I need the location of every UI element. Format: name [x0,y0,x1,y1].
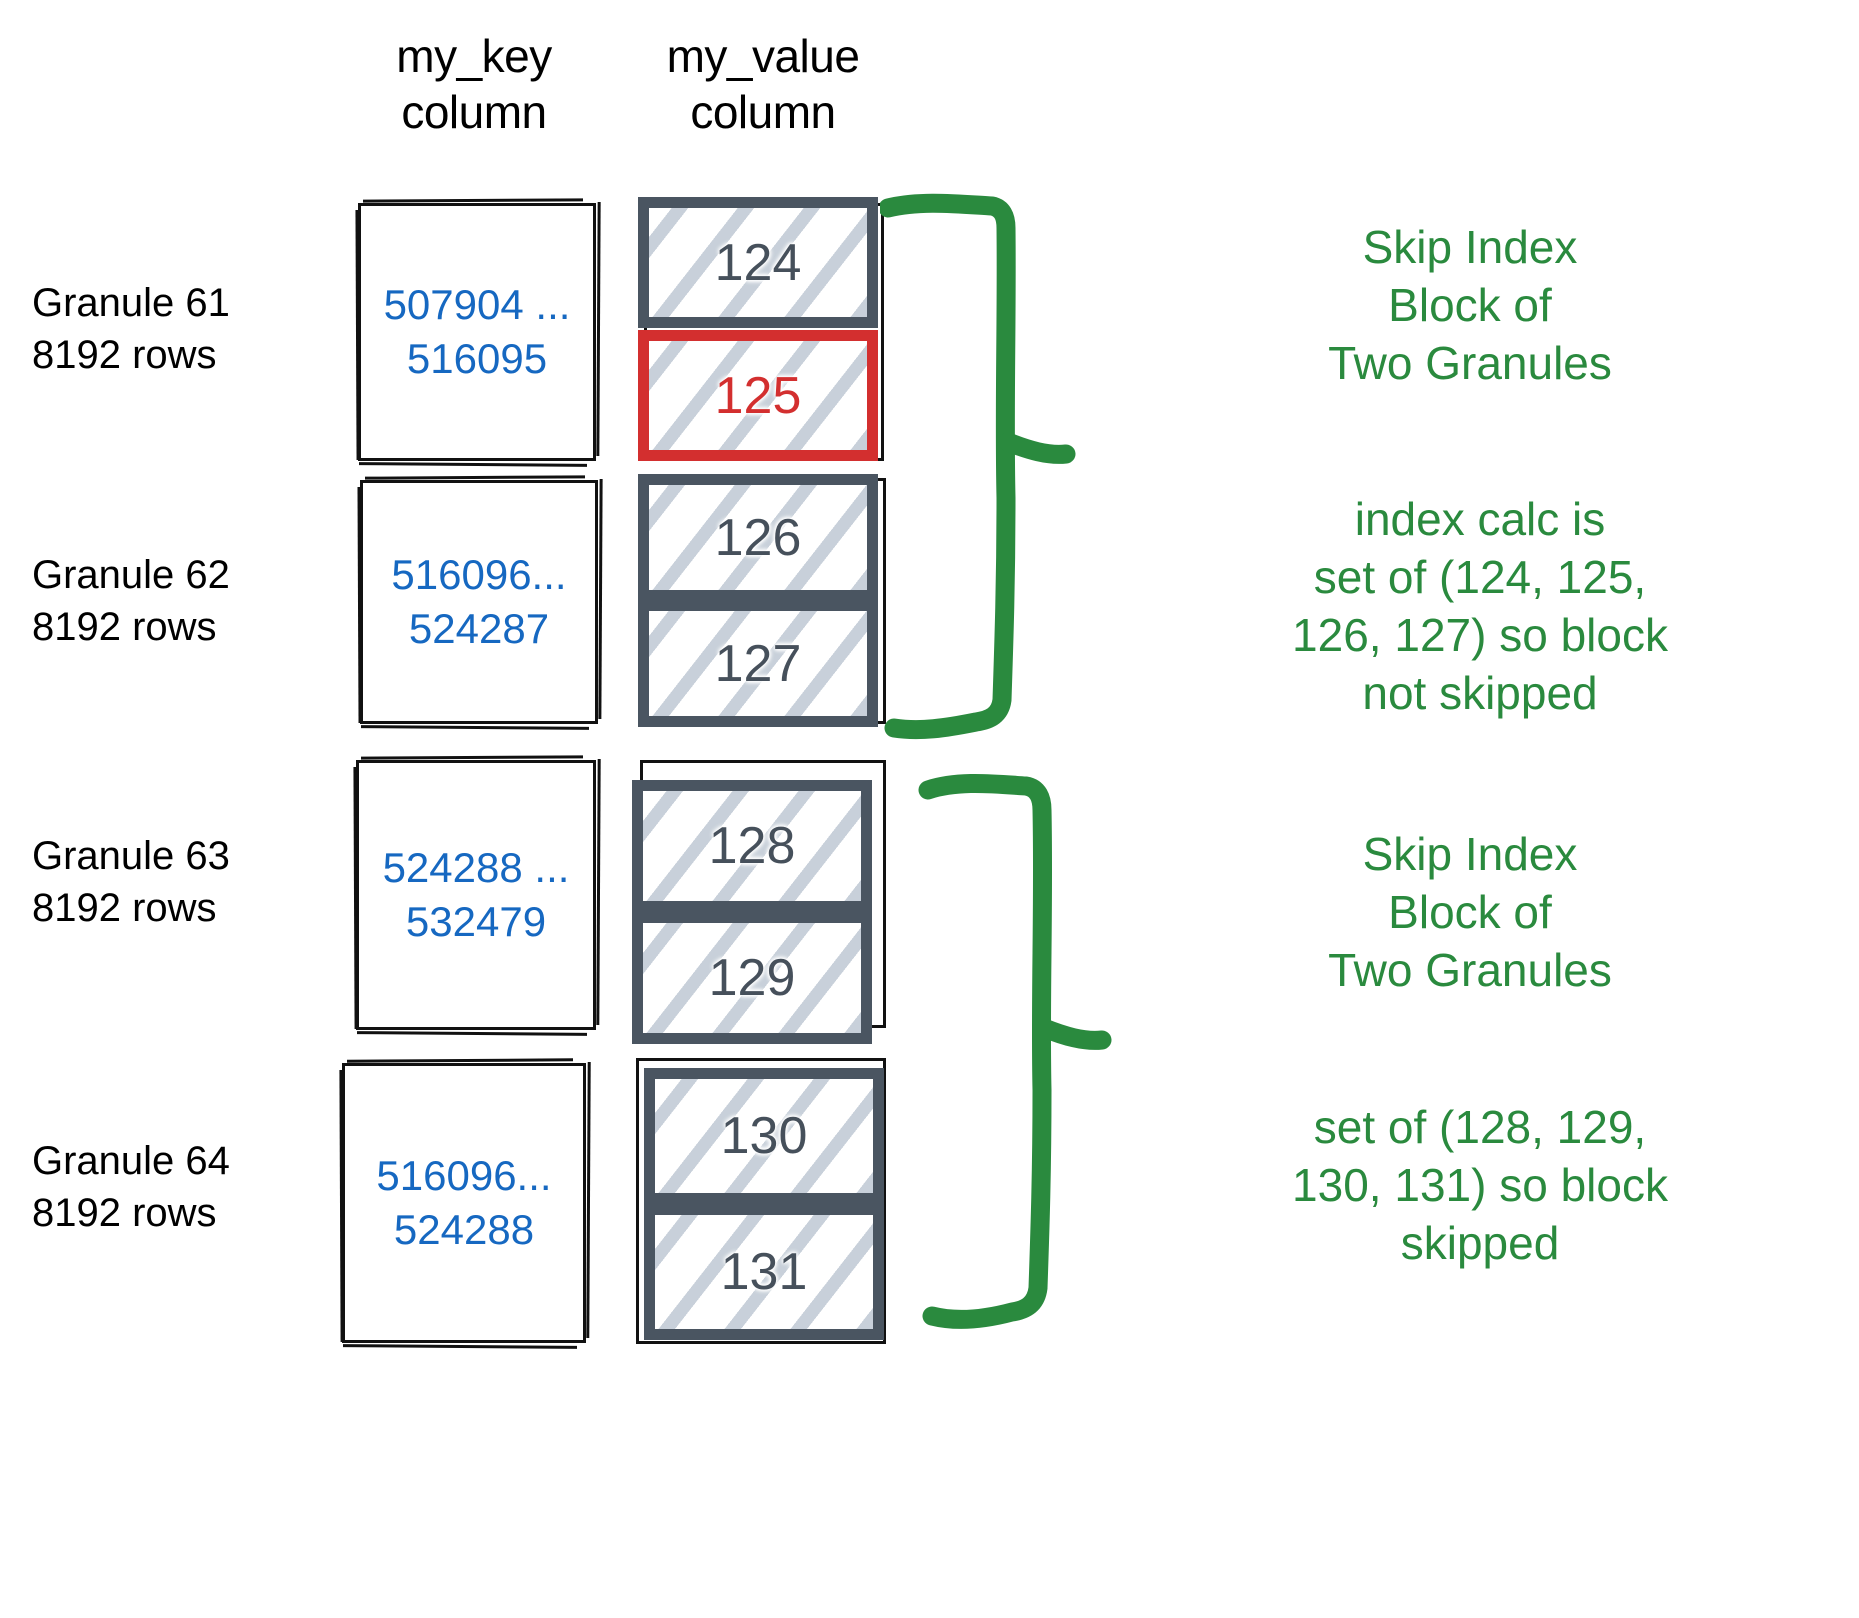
value-box-129: 129 [632,912,872,1044]
value-text-126: 126 [714,508,802,567]
sketch-stroke-top [362,198,584,203]
granule-label-62: Granule 62 8192 rows [32,553,230,649]
granule-label-63: Granule 63 8192 rows [32,834,230,930]
granule-label-64: Granule 64 8192 rows [32,1139,230,1235]
value-text-125: 125 [714,366,802,425]
value-box-124: 124 [638,197,878,328]
sketch-stroke-left [357,486,362,724]
sketch-stroke-right [586,1061,591,1339]
skip-index-bracket-upper [880,193,1076,740]
annotation-skip-index-block-lower: Skip Index Block of Two Granules [1328,828,1612,996]
my-value-column-header: my_value column [666,30,860,138]
sketch-stroke-bottom [356,1031,588,1036]
value-text-129: 129 [708,949,796,1007]
key-range-64: 516096... 524288 [376,1152,552,1253]
sketch-stroke-right [598,478,603,720]
sketch-stroke-left [355,209,360,461]
sketch-stroke-top [360,755,584,760]
key-box-granule-63: 524288 ... 532479 [353,755,601,1036]
value-box-130: 130 [644,1068,884,1204]
key-box-granule-61: 507904 ... 516095 [355,198,601,467]
value-box-128: 128 [632,780,872,912]
value-text-124: 124 [714,233,802,292]
my-key-column-header: my_key column [396,30,552,138]
sketch-stroke-top [364,475,586,480]
key-box-granule-62: 516096... 524287 [357,475,603,730]
sketch-stroke-bottom [342,1344,578,1349]
key-range-61: 507904 ... 516095 [383,281,571,382]
value-text-131: 131 [720,1243,808,1301]
key-range-62: 516096... 524287 [391,551,567,652]
sketch-stroke-bottom [360,725,590,730]
annotation-skipped-note: set of (128, 129, 130, 131) so block ski… [1292,1101,1668,1269]
sketch-stroke-right [596,201,601,457]
annotation-skip-index-block-upper: Skip Index Block of Two Granules [1328,221,1612,389]
value-box-127: 127 [638,600,878,727]
key-range-63: 524288 ... 532479 [382,844,570,945]
key-box-granule-64: 516096... 524288 [339,1058,591,1349]
sketch-stroke-left [353,766,358,1030]
sketch-stroke-left [339,1069,344,1343]
value-text-127: 127 [714,634,802,693]
value-box-125-highlighted: 125 [638,330,878,461]
value-box-126: 126 [638,474,878,601]
sketch-stroke-right [596,758,601,1026]
annotation-index-calc-note: index calc is set of (124, 125, 126, 127… [1292,493,1668,719]
value-box-131: 131 [644,1204,884,1340]
value-text-128: 128 [708,817,796,875]
sketch-stroke-top [346,1058,574,1063]
sketch-stroke-bottom [358,462,588,467]
value-text-130: 130 [720,1107,808,1165]
granule-label-61: Granule 61 8192 rows [32,281,230,377]
